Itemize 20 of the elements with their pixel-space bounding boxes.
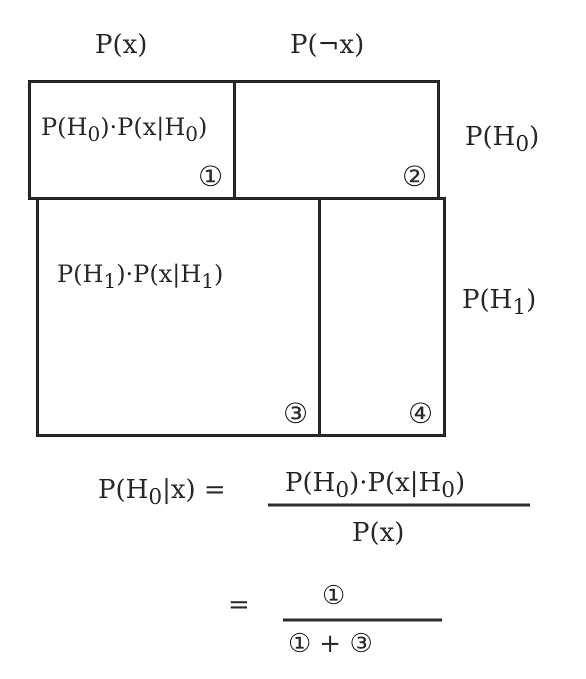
row-header: P(H$_{0}$) xyxy=(465,122,540,158)
numerator: ① xyxy=(322,580,345,611)
circled-number: ① xyxy=(198,160,223,193)
area-cell xyxy=(36,197,321,437)
equals-sign: = xyxy=(228,590,250,620)
formula-left-side: P(H$_{0}$|x) = xyxy=(98,475,226,510)
circled-number: ② xyxy=(402,160,427,193)
circled-number: ③ xyxy=(283,397,308,430)
area-cell xyxy=(233,80,440,200)
product-formula: P(H$_{0}$)·P(x|H$_{0}$) xyxy=(41,113,208,146)
numerator: P(H$_{0}$)·P(x|H$_{0}$) xyxy=(285,468,466,504)
denominator: ① + ③ xyxy=(288,628,372,659)
area-cell xyxy=(28,80,236,200)
denominator: P(x) xyxy=(352,518,404,548)
column-header: P(¬x) xyxy=(290,30,364,60)
product-formula: P(H$_{1}$)·P(x|H$_{1}$) xyxy=(57,260,224,293)
row-header: P(H$_{1}$) xyxy=(462,285,536,320)
circled-number: ④ xyxy=(408,397,433,430)
column-header: P(x) xyxy=(95,30,148,60)
area-cell xyxy=(318,197,446,437)
